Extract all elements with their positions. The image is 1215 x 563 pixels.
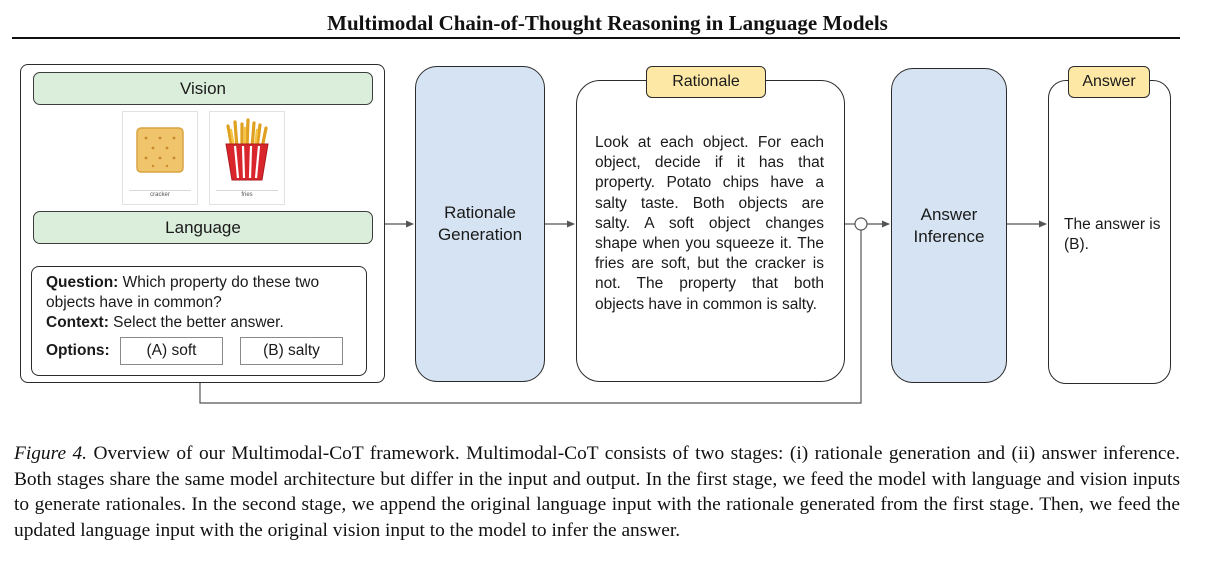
fries-icon	[225, 118, 269, 181]
cracker-icon	[136, 127, 184, 173]
merge-node	[854, 217, 868, 231]
figure-caption: Figure 4. Overview of our Multimodal-CoT…	[14, 441, 1180, 543]
language-skip-connection	[199, 230, 862, 404]
rationale-text: Look at each object. For each object, de…	[595, 134, 824, 313]
answer-inference-line2: Inference	[913, 226, 985, 246]
question-key: Question:	[46, 274, 119, 291]
answer-text: The answer is (B).	[1064, 216, 1161, 253]
question-text: Which property do these two objects have…	[46, 274, 320, 311]
rationale-tag: Rationale	[646, 66, 766, 98]
question-line: Question: Which property do these two ob…	[46, 273, 356, 313]
answer-panel: The answer is (B).	[1048, 80, 1171, 384]
answer-tag: Answer	[1068, 66, 1150, 98]
options-row: Options: (A) soft (B) salty	[46, 337, 343, 365]
context-text: Select the better answer.	[113, 314, 284, 331]
answer-inference-line1: Answer	[920, 204, 978, 224]
cracker-image: cracker	[122, 111, 198, 205]
option-b: (B) salty	[240, 337, 343, 365]
title-divider	[12, 37, 1180, 39]
rationale-generation-stage: Rationale Generation	[415, 66, 545, 382]
answer-inference-stage: Answer Inference	[891, 68, 1007, 383]
question-box: Question: Which property do these two ob…	[31, 266, 367, 376]
image-caption-rule	[216, 190, 278, 191]
context-key: Context:	[46, 314, 109, 331]
fries-image: fries	[209, 111, 285, 205]
figure-label: Figure 4.	[14, 443, 88, 464]
options-key: Options:	[46, 342, 110, 359]
rationale-generation-line2: Generation	[437, 225, 523, 244]
caption-text: Overview of our Multimodal-CoT framework…	[14, 443, 1180, 541]
vision-label: Vision	[33, 72, 373, 105]
rationale-panel: Look at each object. For each object, de…	[576, 80, 845, 382]
image-caption: fries	[241, 192, 253, 198]
image-caption-rule	[129, 190, 191, 191]
rationale-generation-line1: Rationale	[444, 203, 516, 222]
language-label: Language	[33, 211, 373, 244]
image-caption: cracker	[150, 192, 170, 198]
option-a: (A) soft	[120, 337, 223, 365]
page-title: Multimodal Chain-of-Thought Reasoning in…	[327, 11, 888, 35]
input-panel: Vision cracker	[20, 64, 385, 383]
context-line: Context: Select the better answer.	[46, 313, 356, 333]
